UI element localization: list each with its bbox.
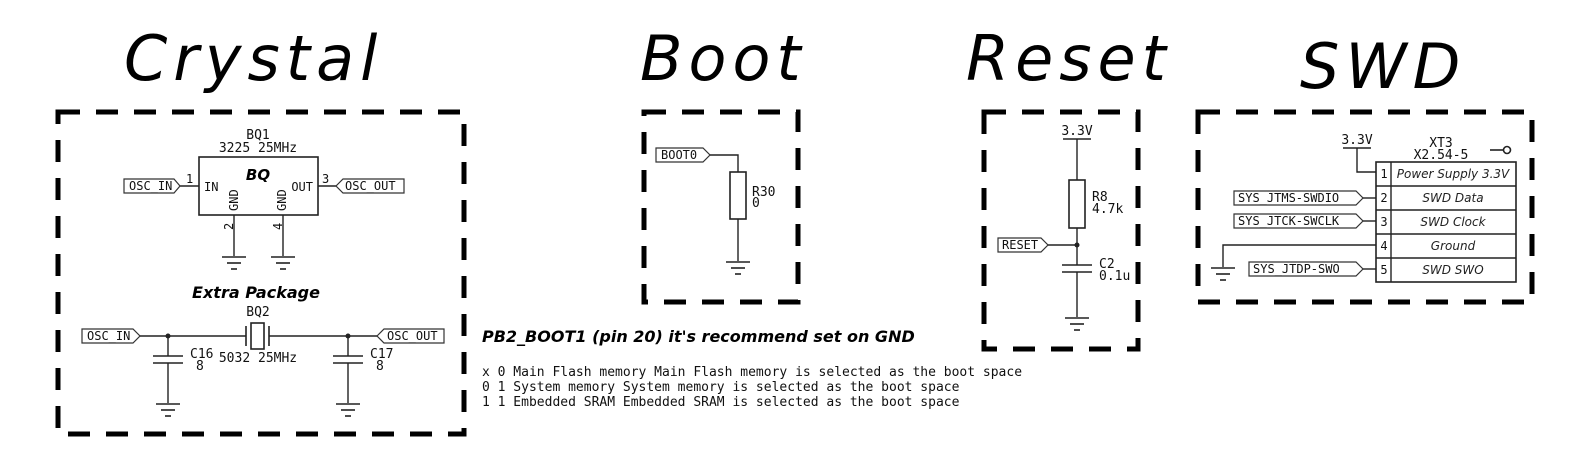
bq1-pin1-num: 1 (186, 172, 193, 186)
swd-title: SWD (1300, 30, 1466, 103)
reset-title: Reset (966, 22, 1172, 95)
ground-symbol (271, 256, 295, 270)
bq1-gnd-left: GND (227, 189, 241, 211)
c17-value: 8 (376, 359, 384, 374)
osc-out-label: OSC_OUT (335, 178, 405, 194)
xt3-pin-name: Power Supply 3.3V (1397, 167, 1510, 181)
xt3-pin-num: 5 (1380, 263, 1387, 277)
boot-mode-row: x 0 Main Flash memory Main Flash memory … (482, 365, 1022, 380)
svg-text:SYS_JTDP-SWO: SYS_JTDP-SWO (1253, 262, 1340, 276)
osc-in-label-bottom: OSC_IN (81, 328, 141, 344)
swd-power-label: 3.3V (1341, 133, 1372, 148)
swclk-label: SYS_JTCK-SWCLK (1233, 213, 1364, 229)
c17-ref: C17 (370, 347, 393, 362)
extra-package-label: Extra Package (192, 283, 320, 302)
xt3-pin-name: SWD Data (1422, 191, 1483, 205)
svg-text:OSC_IN: OSC_IN (87, 329, 130, 343)
r30-ref: R30 (752, 185, 775, 200)
osc-in-label: OSC_IN (123, 178, 181, 194)
bq2-ref: BQ2 (246, 305, 269, 320)
crystal-title: Crystal (124, 22, 383, 95)
connector-mark-icon (1490, 145, 1512, 155)
xt3-pin-num: 2 (1380, 191, 1387, 205)
swdio-label: SYS_JTMS-SWDIO (1233, 190, 1364, 206)
bq1-gnd-right: GND (275, 189, 289, 211)
ground-symbol (222, 256, 246, 270)
ground-symbol (336, 403, 360, 417)
ground-symbol (156, 403, 180, 417)
bq1-pin-in-name: IN (204, 180, 218, 194)
c16-value: 8 (196, 359, 204, 374)
bq1-pin4-num: 4 (271, 223, 285, 230)
boot1-note: PB2_BOOT1 (pin 20) it's recommend set on… (482, 327, 915, 346)
c2-value: 0.1u (1099, 269, 1130, 284)
bq1-ref: BQ1 (246, 128, 269, 143)
bq2-crystal-symbol (245, 322, 270, 350)
reset-label: RESET (997, 237, 1049, 253)
bq1-pin2-num: 2 (222, 223, 236, 230)
svg-text:BOOT0: BOOT0 (661, 148, 697, 162)
xt3-connector (1375, 161, 1517, 283)
bq1-value: 3225 25MHz (219, 141, 297, 156)
c2-ref: C2 (1099, 257, 1115, 272)
crystal-frame (55, 109, 467, 437)
c16-ref: C16 (190, 347, 213, 362)
osc-out-label-bottom: OSC_OUT (376, 328, 445, 344)
ground-symbol (1065, 317, 1089, 331)
xt3-pin-name: Ground (1431, 239, 1476, 253)
reset-power-label: 3.3V (1061, 124, 1092, 139)
bq1-pin-out-name: OUT (291, 180, 313, 194)
bq1-name: BQ (246, 166, 270, 184)
xt3-pin-name: SWD Clock (1420, 215, 1486, 229)
ground-symbol (1211, 267, 1235, 281)
boot0-label: BOOT0 (655, 147, 711, 163)
reset-frame (981, 109, 1141, 352)
boot-mode-row: 1 1 Embedded SRAM Embedded SRAM is selec… (482, 395, 960, 410)
r30-value: 0 (752, 196, 760, 211)
boot-mode-row: 0 1 System memory System memory is selec… (482, 380, 960, 395)
svg-text:OSC_OUT: OSC_OUT (345, 179, 396, 193)
r8-ref: R8 (1092, 190, 1108, 205)
xt3-pin-name: SWD SWO (1422, 263, 1483, 277)
bq2-value: 5032 25MHz (219, 351, 297, 366)
swd-frame (1195, 109, 1535, 305)
bq1-pin3-num: 3 (322, 172, 329, 186)
boot-title: Boot (640, 22, 807, 95)
ground-symbol (726, 261, 750, 275)
boot-frame (641, 109, 801, 305)
xt3-value: X2.54-5 (1414, 148, 1469, 163)
svg-text:SYS_JTCK-SWCLK: SYS_JTCK-SWCLK (1238, 214, 1340, 228)
svg-text:OSC_OUT: OSC_OUT (387, 329, 438, 343)
svg-text:OSC_IN: OSC_IN (129, 179, 172, 193)
r8-resistor (1068, 179, 1086, 229)
r8-value: 4.7k (1092, 202, 1123, 217)
svg-text:RESET: RESET (1002, 238, 1038, 252)
xt3-pin-num: 4 (1380, 239, 1387, 253)
xt3-ref: XT3 (1429, 136, 1452, 151)
xt3-pin-num: 3 (1380, 215, 1387, 229)
swo-label: SYS_JTDP-SWO (1248, 261, 1364, 277)
svg-text:SYS_JTMS-SWDIO: SYS_JTMS-SWDIO (1238, 191, 1339, 205)
xt3-pin-num: 1 (1380, 167, 1387, 181)
r30-resistor (729, 171, 747, 220)
